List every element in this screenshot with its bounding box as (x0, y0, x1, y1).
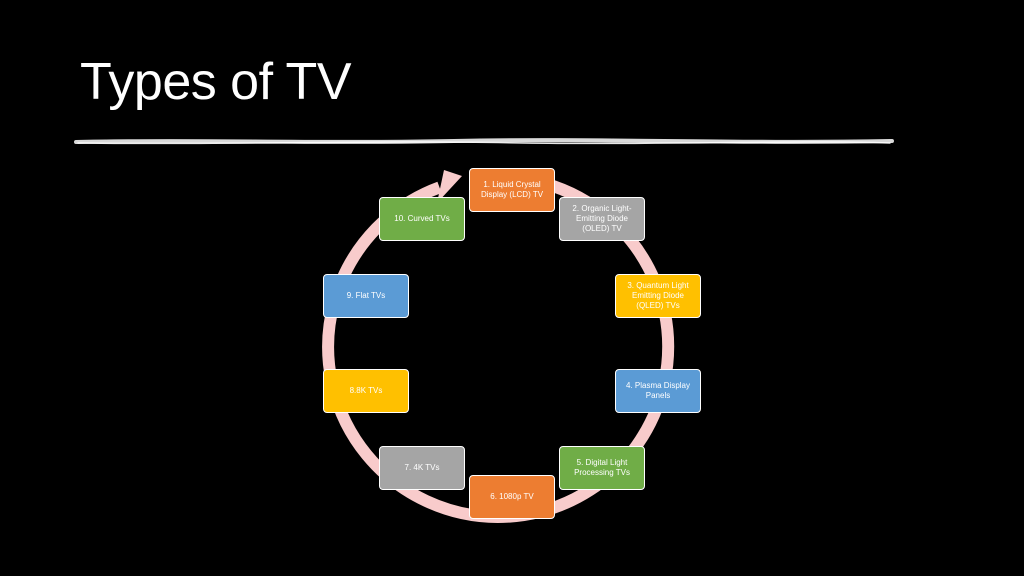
title-divider (74, 138, 894, 145)
cycle-node-qled: 3. Quantum Light Emitting Diode (QLED) T… (615, 274, 701, 318)
cycle-node-lcd: 1. Liquid Crystal Display (LCD) TV (469, 168, 555, 212)
cycle-node-1080p: 6. 1080p TV (469, 475, 555, 519)
cycle-node-4k: 7. 4K TVs (379, 446, 465, 490)
cycle-node-flat: 9. Flat TVs (323, 274, 409, 318)
cycle-node-8k: 8.8K TVs (323, 369, 409, 413)
cycle-node-plasma: 4. Plasma Display Panels (615, 369, 701, 413)
cycle-node-curved: 10. Curved TVs (379, 197, 465, 241)
cycle-node-oled: 2. Organic Light-Emitting Diode (OLED) T… (559, 197, 645, 241)
cycle-node-dlp: 5. Digital Light Processing TVs (559, 446, 645, 490)
slide-title: Types of TV (80, 53, 352, 111)
